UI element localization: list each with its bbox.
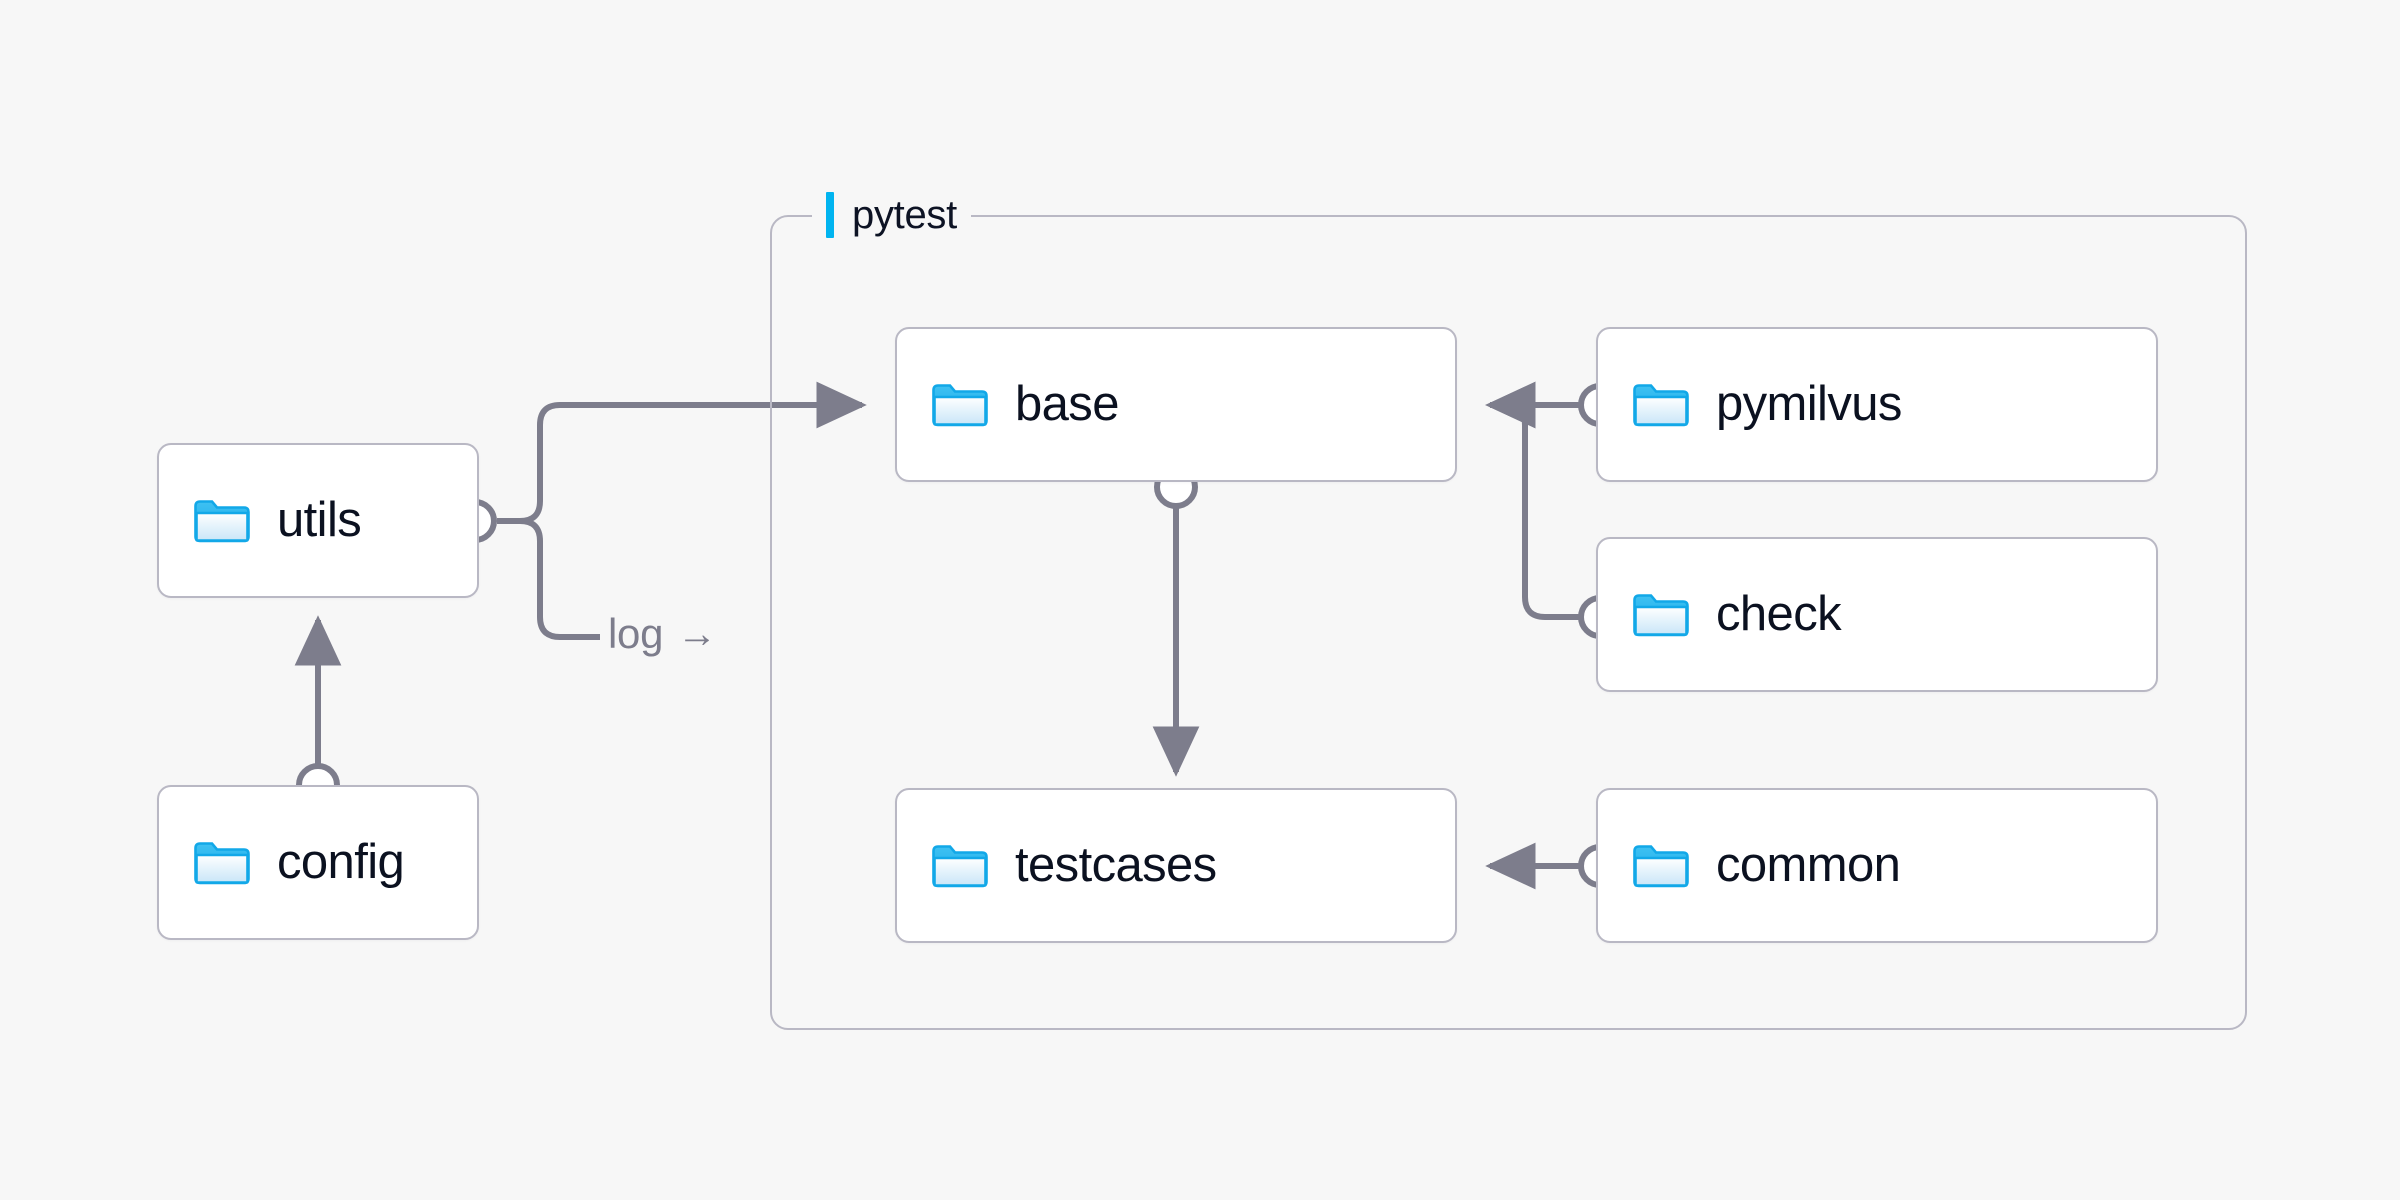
group-accent-bar — [826, 192, 834, 238]
edge-utils-to-log — [497, 518, 600, 640]
node-label-base: base — [1015, 377, 1119, 431]
node-pymilvus[interactable]: pymilvus — [1596, 327, 2158, 482]
node-label-testcases: testcases — [1015, 838, 1217, 892]
node-label-config: config — [277, 835, 405, 889]
folder-icon — [1633, 383, 1689, 426]
folder-icon — [932, 844, 988, 887]
node-label-pymilvus: pymilvus — [1716, 377, 1902, 431]
node-base[interactable]: base — [895, 327, 1457, 482]
edge-label-log-text: log — [608, 610, 664, 657]
folder-icon — [194, 499, 250, 542]
pytest-group-label: pytest — [812, 189, 971, 241]
edge-label-log: log → — [600, 613, 725, 655]
folder-icon — [194, 841, 250, 884]
edge-label-arrow-icon: → — [677, 612, 717, 656]
folder-icon — [1633, 593, 1689, 636]
node-check[interactable]: check — [1596, 537, 2158, 692]
node-label-common: common — [1716, 838, 1901, 892]
node-testcases[interactable]: testcases — [895, 788, 1457, 943]
node-label-check: check — [1716, 587, 1842, 641]
node-utils[interactable]: utils — [157, 443, 479, 598]
pytest-group-container — [770, 215, 2247, 1030]
node-config[interactable]: config — [157, 785, 479, 940]
folder-icon — [932, 383, 988, 426]
node-label-utils: utils — [277, 493, 362, 547]
group-label-text: pytest — [852, 192, 957, 237]
folder-icon — [1633, 844, 1689, 887]
node-common[interactable]: common — [1596, 788, 2158, 943]
